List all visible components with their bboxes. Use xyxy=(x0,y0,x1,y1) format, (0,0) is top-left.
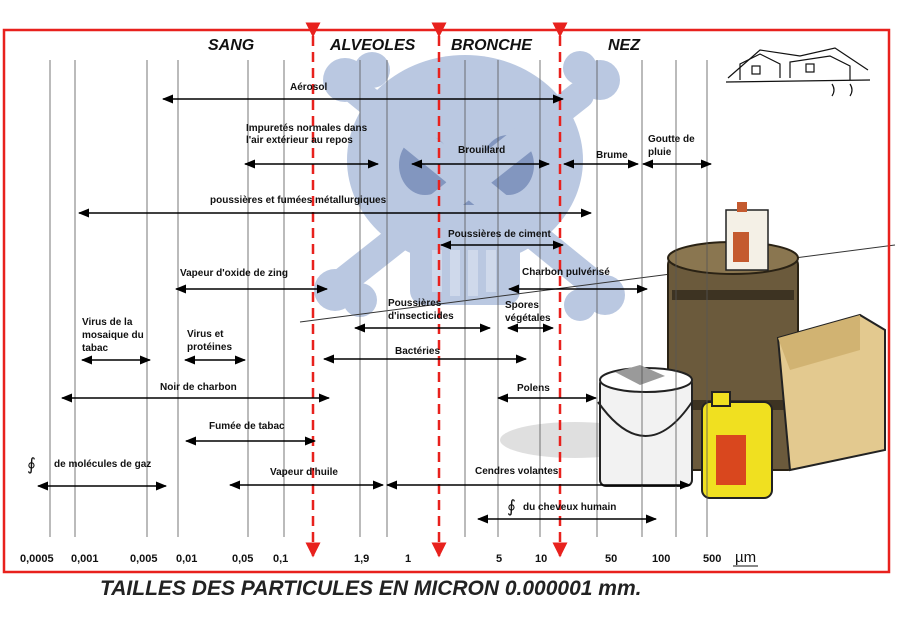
tick-label: 100 xyxy=(652,553,670,565)
label-noir-charbon: Noir de charbon xyxy=(160,382,237,393)
tick-label: 0,1 xyxy=(273,553,288,565)
label-impuretes-1: Impuretés normales dans xyxy=(246,123,368,134)
tick-label: 0,001 xyxy=(71,553,99,565)
label-bacteries: Bactéries xyxy=(395,346,440,357)
label-fumee-tabac: Fumée de tabac xyxy=(209,421,285,432)
label-impuretes-2: l'air extérieur au repos xyxy=(246,135,353,146)
label-gaz: de molécules de gaz xyxy=(54,459,151,470)
label-goutte-2: pluie xyxy=(648,147,672,158)
label-brume: Brume xyxy=(596,150,628,161)
size-ticks: 0,0005 0,001 0,005 0,01 0,05 0,1 1,9 1 5… xyxy=(20,549,758,567)
label-spores-2: végétales xyxy=(505,313,551,324)
tick-label: 0,05 xyxy=(232,553,253,565)
unit-label: µm xyxy=(735,549,756,566)
red-frame xyxy=(2,28,891,574)
zone-dividers xyxy=(305,22,568,558)
label-poussieres-ciment: Poussières de ciment xyxy=(448,229,551,240)
zone-sang: SANG xyxy=(208,37,254,54)
diameter-symbol-cheveux: ∮ xyxy=(507,497,516,516)
label-spores-1: Spores xyxy=(505,300,539,311)
label-brouillard: Brouillard xyxy=(458,145,505,156)
diameter-symbol-gaz: ∮ xyxy=(27,455,36,474)
footer-title: TAILLES DES PARTICULES EN MICRON 0.00000… xyxy=(100,577,641,600)
zone-bronche: BRONCHE xyxy=(451,37,533,54)
zone-headers: SANG ALVEOLES BRONCHE NEZ xyxy=(208,37,641,54)
tick-label: 1,9 xyxy=(354,553,369,565)
label-virus-proteines-2: protéines xyxy=(187,342,232,353)
label-virus-mosaique-2: mosaique du xyxy=(82,330,144,341)
label-insecticides-2: d'insecticides xyxy=(388,311,454,322)
zone-alveoles: ALVEOLES xyxy=(329,37,416,54)
tick-label: 500 xyxy=(703,553,721,565)
tick-label: 5 xyxy=(496,553,502,565)
skull-crossbones-illustration xyxy=(314,51,625,321)
tick-label: 0,005 xyxy=(130,553,158,565)
tick-label: 50 xyxy=(605,553,617,565)
particle-labels: Aérosol Impuretés normales dans l'air ex… xyxy=(27,82,695,516)
containers-illustration xyxy=(299,202,896,499)
label-virus-mosaique-3: tabac xyxy=(82,343,109,354)
particle-ranges xyxy=(36,94,713,524)
label-virus-proteines-1: Virus et xyxy=(187,329,224,340)
label-cheveux: du cheveux humain xyxy=(523,502,616,513)
label-polens: Polens xyxy=(517,383,550,394)
label-vapeur-huile: Vapeur d'huile xyxy=(270,467,338,478)
label-vapeur-zinc: Vapeur d'oxide de zing xyxy=(180,268,288,279)
size-grid xyxy=(49,60,708,537)
tick-label: 10 xyxy=(535,553,547,565)
label-poussieres-metal: poussières et fumées métallurgiques xyxy=(210,195,387,206)
tick-label: 0,0005 xyxy=(20,553,54,565)
house-sketch xyxy=(725,47,871,97)
label-virus-mosaique-1: Virus de la xyxy=(82,317,133,328)
label-cendres: Cendres volantes xyxy=(475,466,559,477)
tick-label: 0,01 xyxy=(176,553,197,565)
zone-nez: NEZ xyxy=(608,37,641,54)
label-charbon-pulverise: Charbon pulvérisé xyxy=(522,267,610,278)
label-insecticides-1: Poussières xyxy=(388,298,442,309)
tick-label: 1 xyxy=(405,553,411,565)
label-goutte-1: Goutte de xyxy=(648,134,695,145)
label-aerosol: Aérosol xyxy=(290,82,327,93)
